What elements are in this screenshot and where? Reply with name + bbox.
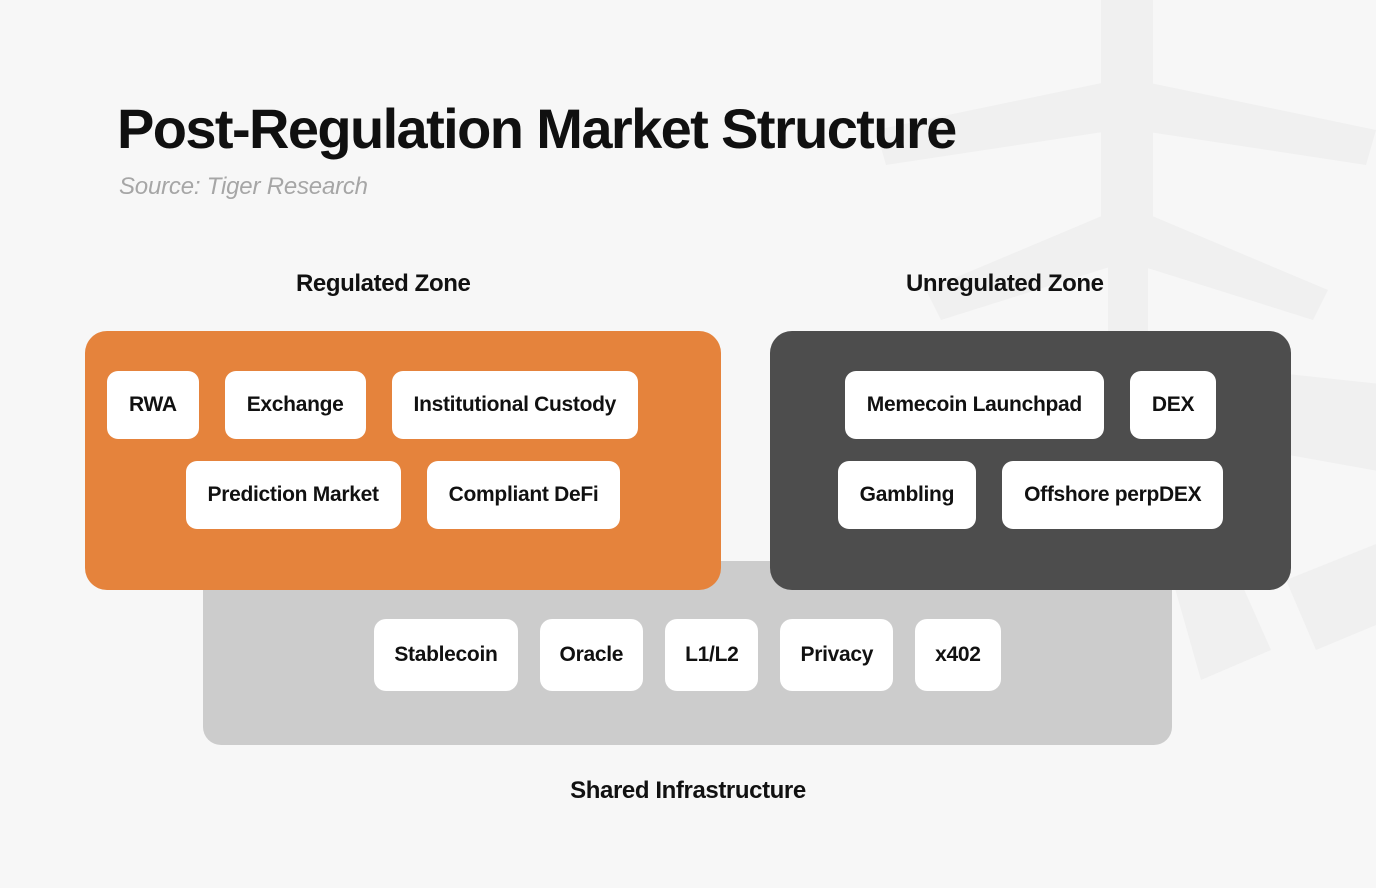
regulated-chip-exchange[interactable]: Exchange [224,371,366,439]
regulated-zone-box: RWA Exchange Institutional Custody Predi… [85,331,721,590]
infra-chip-x402[interactable]: x402 [915,619,1001,691]
unregulated-chip-offshore-perpdex[interactable]: Offshore perpDEX [1002,461,1224,529]
regulated-zone-row-2: Prediction Market Compliant DeFi [85,461,721,529]
unregulated-zone-box: Memecoin Launchpad DEX Gambling Offshore… [770,331,1291,590]
regulated-zone-row-1: RWA Exchange Institutional Custody [85,371,721,439]
page-title: Post-Regulation Market Structure [117,97,957,160]
regulated-zone-label: Regulated Zone [296,270,471,297]
unregulated-zone-row-2: Gambling Offshore perpDEX [770,461,1291,529]
unregulated-zone-label: Unregulated Zone [906,270,1104,297]
shared-infrastructure-chip-row: Stablecoin Oracle L1/L2 Privacy x402 [374,619,1001,691]
unregulated-zone-row-1: Memecoin Launchpad DEX [770,371,1291,439]
infra-chip-oracle[interactable]: Oracle [539,619,644,691]
header-block: Post-Regulation Market Structure Source:… [117,97,957,201]
unregulated-chip-gambling[interactable]: Gambling [837,461,977,529]
unregulated-chip-dex[interactable]: DEX [1129,371,1217,439]
regulated-chip-institutional-custody[interactable]: Institutional Custody [391,371,639,439]
regulated-chip-prediction-market[interactable]: Prediction Market [185,461,401,529]
shared-infrastructure-caption: Shared Infrastructure [570,777,806,804]
infra-chip-l1-l2[interactable]: L1/L2 [665,619,759,691]
infra-chip-stablecoin[interactable]: Stablecoin [374,619,518,691]
source-attribution: Source: Tiger Research [119,172,368,200]
unregulated-chip-memecoin-launchpad[interactable]: Memecoin Launchpad [844,371,1104,439]
regulated-chip-rwa[interactable]: RWA [107,371,199,439]
infra-chip-privacy[interactable]: Privacy [780,619,894,691]
regulated-chip-compliant-defi[interactable]: Compliant DeFi [426,461,621,529]
